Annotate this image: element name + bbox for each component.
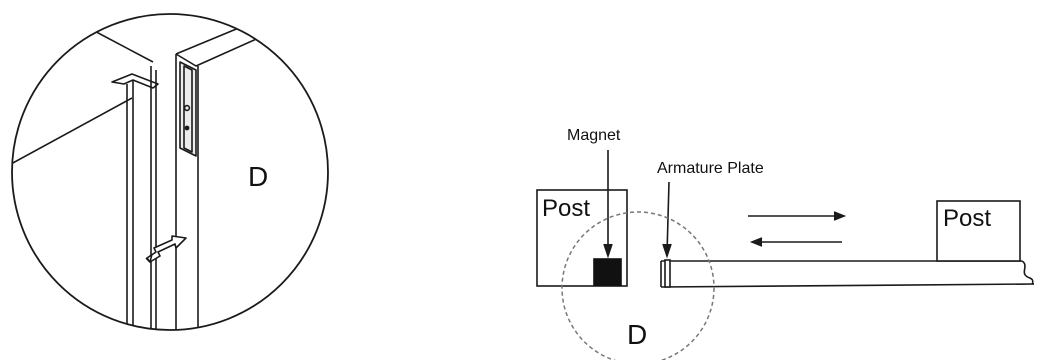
side-view [536, 150, 1035, 360]
right-post-label: Post [943, 205, 991, 232]
detail-view: D [11, 13, 329, 331]
wall-diagonal [12, 97, 133, 171]
magnet-block [593, 258, 622, 286]
swing-arrow-head [145, 253, 153, 263]
mount-screw-hole [184, 125, 190, 131]
right-post [936, 200, 1021, 262]
left-post-label: Post [542, 195, 590, 222]
break-mark [1021, 260, 1035, 285]
armature-leader-head [662, 243, 672, 259]
door-top-bracket [111, 73, 159, 89]
magnet-housing-face [183, 65, 193, 153]
armature-plate-label: Armature Plate [657, 160, 764, 177]
gate-bar-bottom [660, 283, 1035, 288]
swing-arrow [146, 235, 187, 263]
post-top-face [175, 31, 273, 67]
detail-circle-outline [11, 13, 329, 331]
armature-plate [664, 259, 671, 288]
open-direction-arrow-head [833, 211, 847, 221]
magnet-label: Magnet [567, 127, 621, 144]
close-direction-arrow-head [749, 237, 763, 247]
magnet-housing [179, 61, 197, 157]
mount-screw-hole [183, 104, 191, 112]
detail-view-label: D [248, 161, 268, 192]
detail-marker-label: D [627, 319, 647, 350]
detail-marker-circle [561, 211, 715, 360]
ceiling-edge [84, 25, 154, 63]
magnet-leader-head [603, 243, 613, 259]
post-top [175, 19, 259, 55]
